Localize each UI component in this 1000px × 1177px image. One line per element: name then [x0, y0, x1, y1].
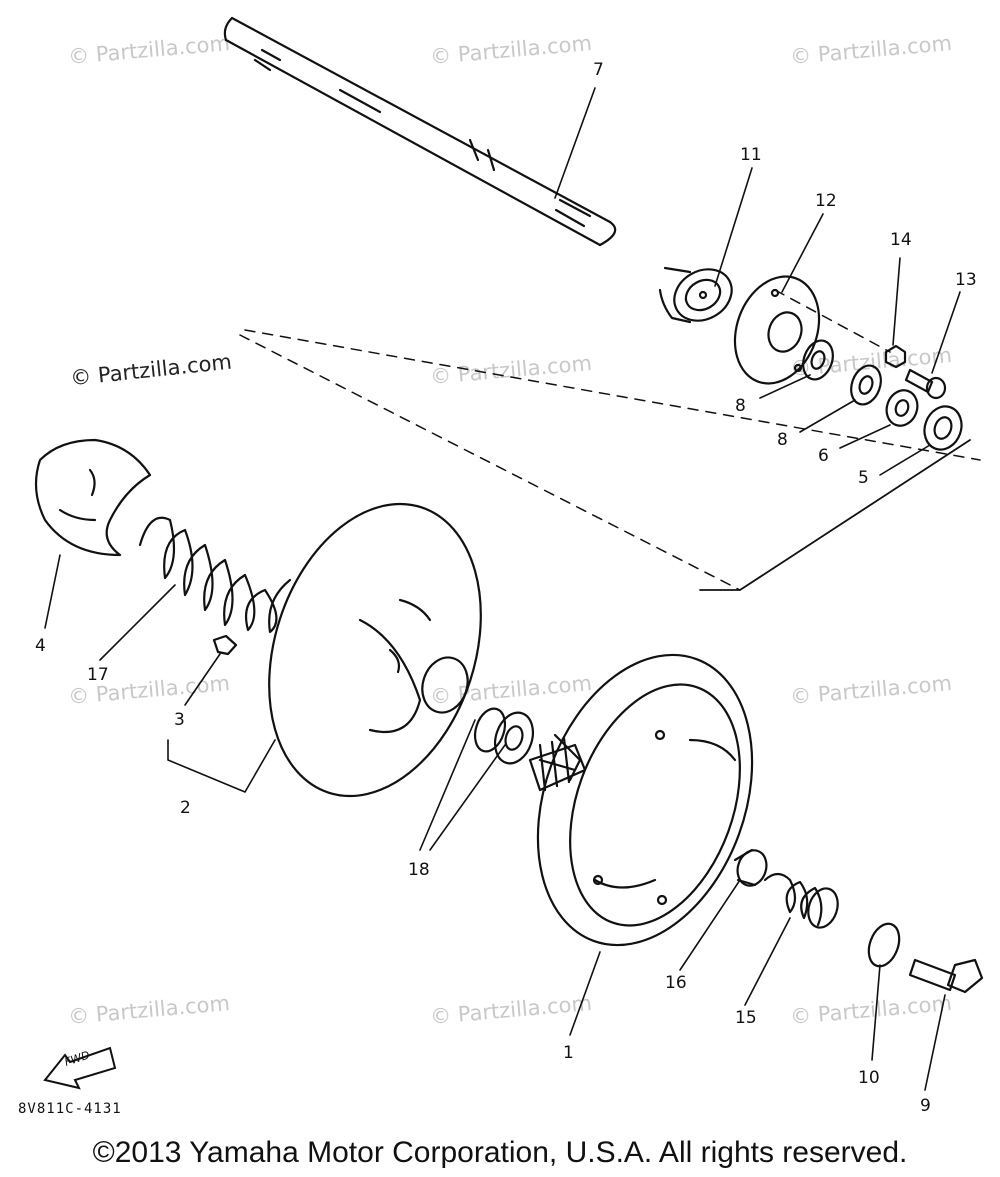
collar-part [473, 707, 535, 765]
spring-part [138, 516, 292, 634]
callout-18: 18 [408, 860, 430, 880]
callout-17: 17 [87, 665, 109, 685]
washer-part [923, 405, 963, 451]
washer-part [850, 364, 882, 406]
fwd-arrow-icon [43, 1046, 117, 1090]
bearing-part [658, 266, 733, 324]
callout-2: 2 [180, 798, 191, 818]
callout-8: 8 [777, 430, 788, 450]
spring-part [763, 872, 839, 929]
spider-part [528, 653, 754, 947]
callout-9: 9 [920, 1096, 931, 1116]
callout-14: 14 [890, 230, 912, 250]
cover-plate-part [733, 275, 821, 385]
callout-16: 16 [665, 973, 687, 993]
callout-12: 12 [815, 191, 837, 211]
primary-sheave-part [268, 502, 482, 798]
nut-part [884, 344, 907, 369]
callout-3: 3 [174, 710, 185, 730]
callout-7: 7 [593, 60, 604, 80]
bolt-part [908, 958, 984, 994]
cam-weight-part [34, 438, 152, 557]
washer-part [867, 922, 901, 968]
callout-1: 1 [563, 1043, 574, 1063]
callout-13: 13 [955, 270, 977, 290]
lock-washer-part [885, 389, 919, 427]
callout-11: 11 [740, 145, 762, 165]
roller-part [733, 848, 768, 887]
callout-15: 15 [735, 1008, 757, 1028]
drawing-code: 8V811C-4131 [18, 1101, 122, 1117]
callout-5: 5 [858, 468, 869, 488]
shaft-part [223, 16, 617, 247]
pin-part [212, 634, 238, 656]
copyright-notice: ©2013 Yamaha Motor Corporation, U.S.A. A… [92, 1136, 908, 1169]
callout-10: 10 [858, 1068, 880, 1088]
washer-part [802, 339, 834, 381]
callout-4: 4 [35, 636, 46, 656]
bolt-part [904, 368, 947, 400]
callout-8: 8 [735, 396, 746, 416]
callout-6: 6 [818, 446, 829, 466]
fwd-label: FWD [63, 1049, 91, 1069]
